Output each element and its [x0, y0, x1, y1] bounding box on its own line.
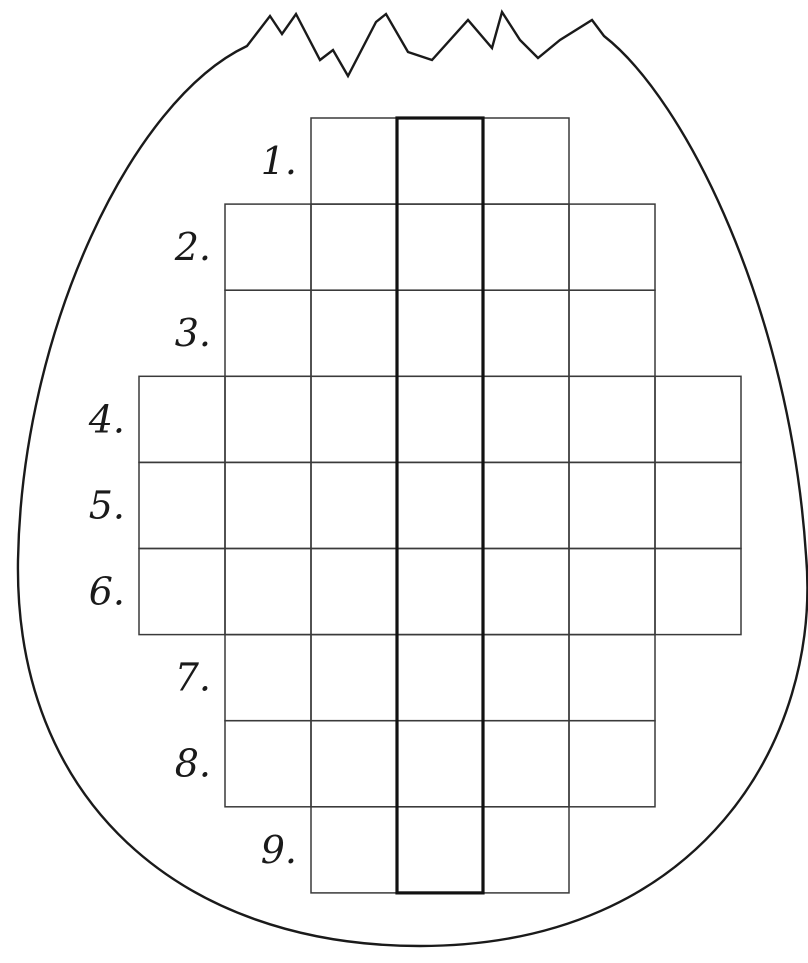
row-number-4: 4. [88, 397, 125, 441]
row-number-6: 6. [89, 570, 125, 614]
row-number-8: 8. [175, 742, 211, 786]
egg-shell-outline [18, 12, 807, 946]
row-number-9: 9. [261, 828, 297, 872]
row-number-3: 3. [175, 311, 211, 355]
row-number-7: 7. [175, 656, 211, 700]
row-number-2: 2. [174, 225, 211, 269]
row-number-5: 5. [89, 483, 125, 527]
row-number-1: 1. [261, 139, 297, 183]
